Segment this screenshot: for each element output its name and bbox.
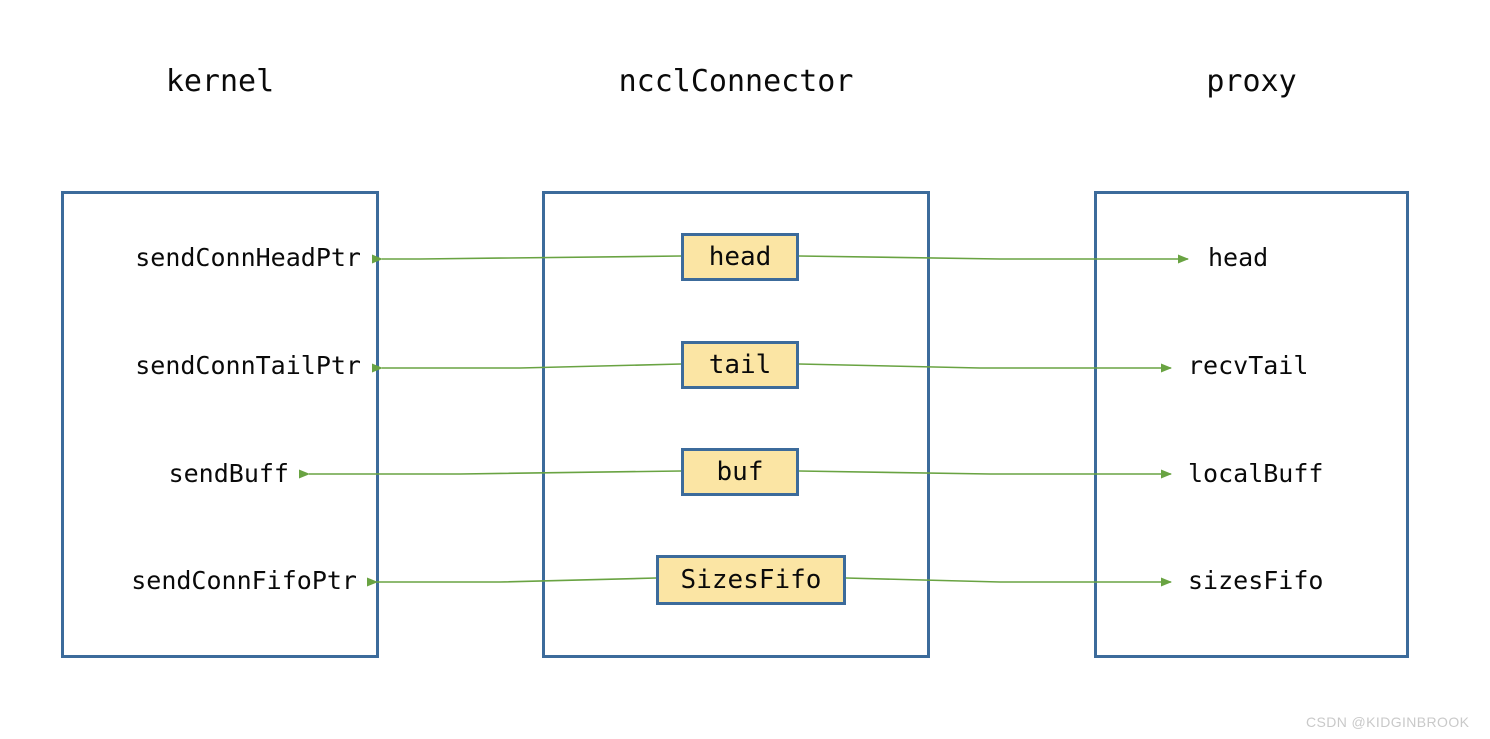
kernel-label-sendconnfifoptr: sendConnFifoPtr [131,566,357,595]
node-buf[interactable]: buf [681,448,799,496]
kernel-container [61,191,379,658]
node-tail[interactable]: tail [681,341,799,389]
kernel-label-sendconnheadptr: sendConnHeadPtr [135,243,361,272]
column-title-kernel: kernel [165,64,275,99]
node-sizesfifo[interactable]: SizesFifo [656,555,846,605]
proxy-label-head: head [1208,243,1269,272]
column-title-proxy: proxy [1206,64,1297,99]
node-head[interactable]: head [681,233,799,281]
kernel-label-sendconntailptr: sendConnTailPtr [135,351,361,380]
proxy-label-sizesfifo: sizesFifo [1188,566,1324,595]
proxy-label-recvtail: recvTail [1188,351,1309,380]
kernel-label-sendbuff: sendBuff [168,459,289,488]
ncclconnector-container [542,191,930,658]
column-title-ncclconnector: ncclConnector [618,64,854,99]
proxy-label-localbuff: localBuff [1188,459,1324,488]
proxy-container [1094,191,1409,658]
csdn-watermark: CSDN @KIDGINBROOK [1306,714,1470,730]
